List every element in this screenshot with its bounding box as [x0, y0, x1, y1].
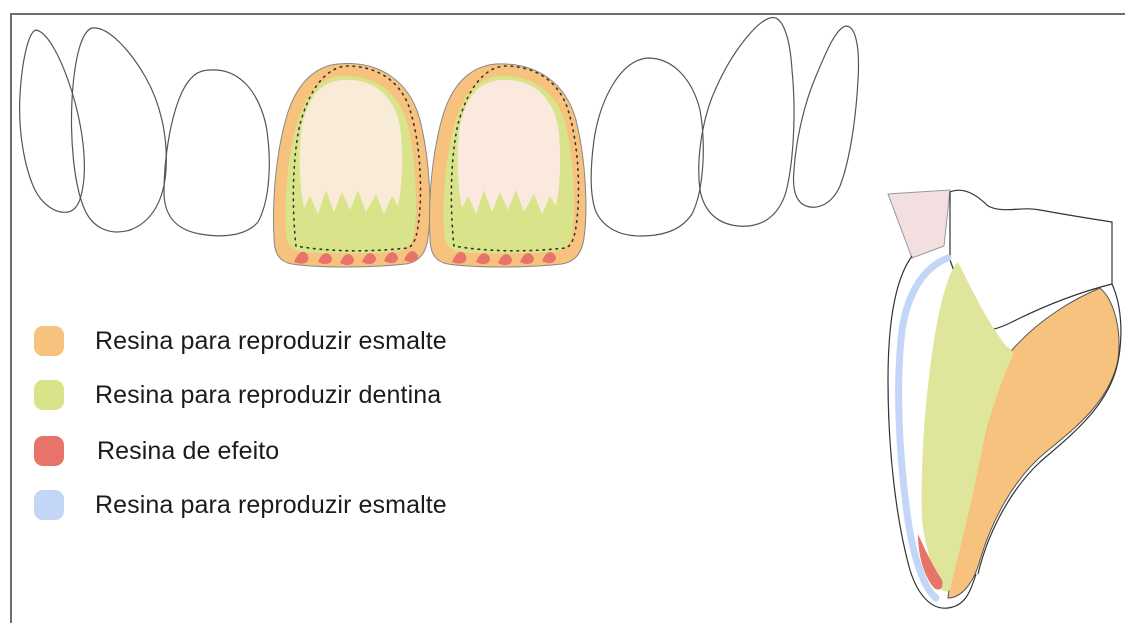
tooth-left-lateral-outline	[72, 28, 167, 232]
central-incisor-left	[274, 64, 430, 267]
legend-label: Resina para reproduzir dentina	[95, 381, 441, 410]
incisal-translucent-right	[458, 80, 560, 214]
red-swatch-icon	[34, 436, 64, 466]
tooth-left-incisor-outline	[164, 70, 269, 236]
legend-label: Resina para reproduzir esmalte	[95, 491, 447, 520]
legend-label: Resina de efeito	[97, 437, 279, 466]
green-swatch-icon	[34, 380, 64, 410]
legend-label: Resina para reproduzir esmalte	[95, 327, 447, 356]
tooth-side-view	[888, 190, 1121, 608]
legend-item-translucent-enamel: Resina para reproduzir esmalte	[34, 490, 447, 520]
legend-item-effect: Resina de efeito	[34, 436, 279, 466]
incisal-translucent-left	[300, 80, 402, 214]
tooth-left-canine-outline	[20, 30, 85, 212]
legend-item-dentin: Resina para reproduzir dentina	[34, 380, 441, 410]
orange-swatch-icon	[34, 326, 64, 356]
tooth-right-incisor-outline	[591, 58, 703, 236]
legend-item-enamel: Resina para reproduzir esmalte	[34, 326, 447, 356]
tooth-right-canine-outline	[794, 26, 859, 207]
tooth-right-lateral-outline	[699, 18, 794, 227]
gingiva-block	[888, 190, 950, 258]
central-incisor-right	[430, 64, 586, 267]
blue-swatch-icon	[34, 490, 64, 520]
